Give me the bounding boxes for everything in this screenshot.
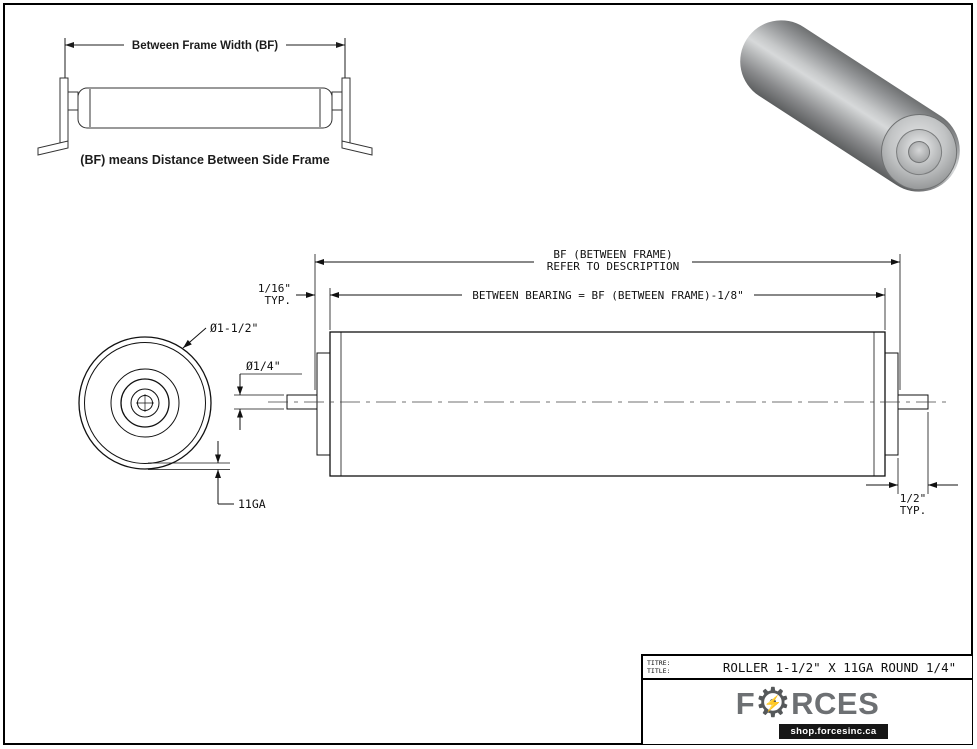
- frame-diagram: Between Frame Width (BF) (BF) means Dist…: [37, 35, 373, 167]
- logo-prefix: F: [735, 686, 756, 721]
- dim-roller-diameter: Ø1-1/2": [182, 321, 258, 349]
- dim-between-bearing: BETWEEN BEARING = BF (BETWEEN FRAME)-1/8…: [329, 286, 886, 330]
- lightning-bolt-icon: ⚡: [763, 695, 783, 712]
- between-bearing-label: BETWEEN BEARING = BF (BETWEEN FRAME)-1/8…: [472, 289, 744, 302]
- roller-3d-body: [724, 4, 976, 208]
- axle-tail-label-line1: 1/2": [900, 492, 927, 505]
- title-row: TITRE: TITLE: ROLLER 1-1/2" X 11GA ROUND…: [643, 656, 972, 680]
- dim-wall-gauge: 11GA: [148, 441, 266, 511]
- gear-glyph: ⚙: [754, 679, 792, 726]
- roller-side-view: [286, 331, 929, 477]
- roller-3d-end-cap: [866, 99, 972, 205]
- title-field-labels: TITRE: TITLE:: [643, 660, 707, 674]
- end-gap-label-line2: TYP.: [265, 294, 292, 307]
- roller-3d-render: [724, 4, 976, 208]
- title-block: TITRE: TITLE: ROLLER 1-1/2" X 11GA ROUND…: [641, 654, 972, 744]
- bf-label-line1: BF (BETWEEN FRAME): [553, 248, 672, 261]
- axle-diameter-label: Ø1/4": [246, 359, 281, 373]
- wall-gauge-label: 11GA: [238, 497, 266, 511]
- dim-axle-tail: 1/2" TYP.: [866, 412, 958, 517]
- frame-width-label: Between Frame Width (BF): [132, 40, 278, 52]
- end-gap-label-line1: 1/16": [258, 282, 291, 295]
- right-side-frame: [331, 77, 373, 156]
- roller-diameter-label: Ø1-1/2": [210, 321, 258, 335]
- dim-between-frame: BF (BETWEEN FRAME) REFER TO DESCRIPTION: [314, 247, 901, 390]
- main-drawing: Ø1-1/2" Ø1/4" 11GA: [78, 247, 958, 517]
- roller-3d-bearing: [887, 120, 951, 184]
- dim-axle-diameter: Ø1/4": [234, 359, 302, 430]
- logo-area: F ⚙ ⚡ RCES shop.forcesinc.ca: [643, 680, 972, 744]
- title-label-fr: TITRE:: [647, 659, 671, 667]
- roller-end-view: [78, 336, 212, 470]
- logo-suffix: RCES: [791, 686, 880, 721]
- forces-logo: F ⚙ ⚡ RCES: [735, 682, 880, 723]
- roller-tube: [329, 331, 886, 477]
- bearing-right: [884, 352, 899, 456]
- roller-3d-axle-hub: [903, 136, 935, 168]
- bf-label-line2: REFER TO DESCRIPTION: [547, 260, 679, 273]
- dim-end-gap: 1/16" TYP.: [258, 282, 315, 307]
- bearing-left: [316, 352, 331, 456]
- drawing-title: ROLLER 1-1/2" X 11GA ROUND 1/4": [722, 659, 957, 675]
- logo-tagline: shop.forcesinc.ca: [778, 723, 889, 739]
- axle-tail-label-line2: TYP.: [900, 504, 927, 517]
- left-side-frame: [37, 77, 79, 156]
- roller-symbol: [77, 87, 333, 129]
- gear-icon: ⚙ ⚡: [755, 682, 792, 723]
- frame-diagram-caption: (BF) means Distance Between Side Frame: [80, 153, 329, 167]
- title-label-en: TITLE:: [647, 666, 671, 675]
